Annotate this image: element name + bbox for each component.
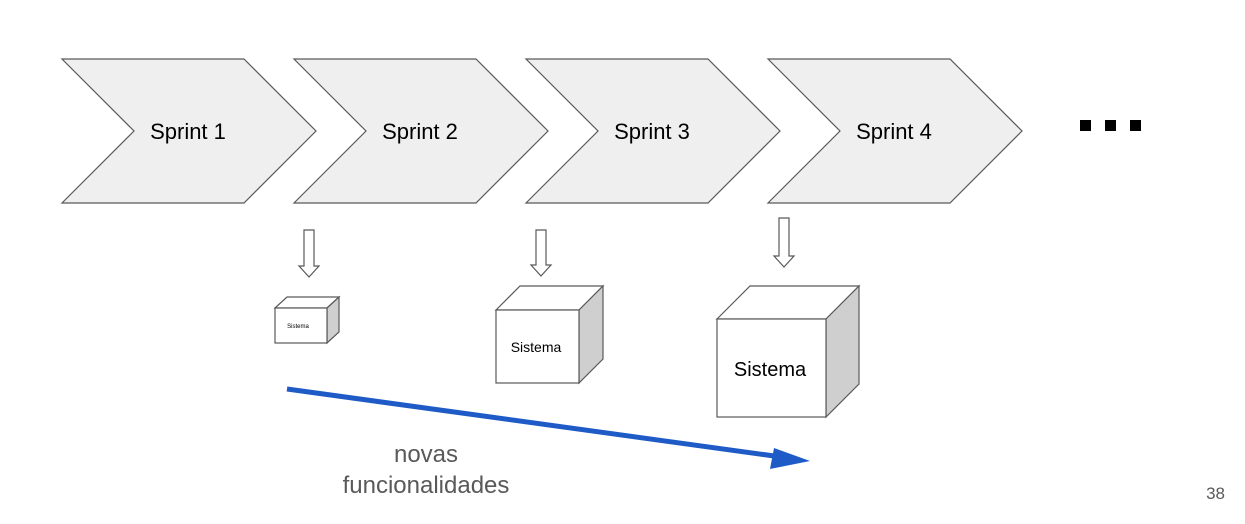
trend-caption-line1: novas [394,441,458,468]
continuation-ellipsis [1080,120,1141,131]
page-number: 38 [1206,484,1225,503]
system-cube-large: Sistema [715,284,861,419]
sprint-label-2: Sprint 2 [382,119,458,144]
system-cube-small: Sistema [273,295,341,345]
sprint-chevron-4: Sprint 4 [766,58,1023,204]
down-arrow-3 [772,217,796,268]
sprint-label-4: Sprint 4 [856,119,932,144]
trend-caption-line2: funcionalidades [343,472,510,499]
trend-arrowhead [770,448,810,469]
trend-arrow [286,386,797,462]
system-cube-medium: Sistema [494,284,605,385]
sprint-label-3: Sprint 3 [614,119,690,144]
system-label-medium: Sistema [511,339,562,355]
down-arrow-2 [529,229,553,277]
sprint-label-1: Sprint 1 [150,119,226,144]
sprint-chevron-1: Sprint 1 [60,58,317,204]
down-arrow-1 [297,229,321,278]
system-label-large: Sistema [734,359,807,381]
sprint-chevron-3: Sprint 3 [524,58,781,204]
sprint-chevron-2: Sprint 2 [292,58,549,204]
system-label-small: Sistema [287,324,309,330]
